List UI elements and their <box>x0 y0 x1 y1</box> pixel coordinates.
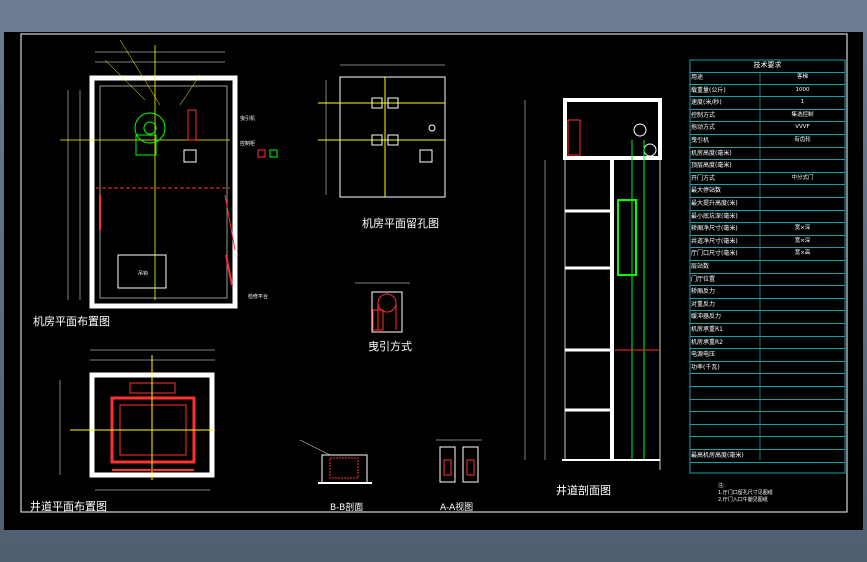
section-bb <box>299 439 372 484</box>
spec-key: 缓冲器反力 <box>691 313 722 321</box>
spec-key: 轿厢净尺寸(毫米) <box>691 225 738 233</box>
title-machine-room-holes: 机房平面留孔图 <box>362 217 439 230</box>
spec-row: 开门方式 中分式门 <box>690 173 845 186</box>
spec-value: VVVF <box>795 124 810 131</box>
spec-row: 缓冲器反力 <box>690 311 845 324</box>
spec-key: 轿厢反力 <box>691 288 716 296</box>
spec-row: 载重量(公斤) 1000 <box>690 85 845 98</box>
spec-row: 用途 客梯 <box>690 72 845 85</box>
spec-row: 速度(米/秒) 1 <box>690 97 845 110</box>
spec-value: 1000 <box>795 86 810 93</box>
spec-key: 最小底坑深(毫米) <box>691 212 738 220</box>
spec-row: 井道净尺寸(毫米) 宽×深 <box>690 236 845 249</box>
spec-value: 宽×高 <box>794 250 811 257</box>
spec-row: 机房承重R1 <box>690 324 845 337</box>
spec-row: 轿厢反力 <box>690 286 845 299</box>
spec-value: 客梯 <box>796 74 808 80</box>
spec-table-title: 技术要求 <box>753 61 782 69</box>
spec-row: 机房高度(毫米) <box>690 148 845 161</box>
spec-value: 中分式门 <box>791 174 814 181</box>
spec-value: 1 <box>800 99 805 106</box>
spec-row <box>690 374 845 387</box>
spec-key: 最高机房高度(毫米) <box>691 452 744 459</box>
machine-room-holes-plan <box>318 64 446 198</box>
spec-note-0: 注: <box>718 483 725 489</box>
spec-row: 最大提升高度(米) <box>690 198 845 211</box>
title-hoistway-section: 井道剖面图 <box>556 484 611 497</box>
spec-row: 功率(千瓦) <box>690 362 845 375</box>
spec-table-border <box>689 59 846 474</box>
sheet-border <box>20 33 848 513</box>
spec-row: 门厅位置 <box>690 274 845 287</box>
spec-note-1: 1.厅门口留孔尺寸见图纸 <box>718 490 773 496</box>
spec-row: 机房承重R2 <box>690 337 845 350</box>
spec-notes: 注: 1.厅门口留孔尺寸见图纸 2.厅门入口牛腿见图纸 <box>718 482 773 503</box>
spec-note-2: 2.厅门入口牛腿见图纸 <box>718 497 768 503</box>
spec-table: 技术要求 用途 客梯载重量(公斤) 1000 速度(米/秒) 1 控制方式 集选控制拖动方式… <box>690 60 845 503</box>
machine-room-plan <box>60 39 278 309</box>
spec-key: 用途 <box>691 74 704 81</box>
spec-key: 速度(米/秒) <box>691 99 722 107</box>
spec-row <box>690 425 845 438</box>
spec-row: 最小底坑深(毫米) <box>690 211 845 224</box>
spec-key: 层站数 <box>691 263 710 270</box>
annotation-hook: 吊钩 <box>138 271 149 277</box>
title-section-bb: B-B剖面 <box>330 503 364 513</box>
hoistway-section <box>524 98 662 470</box>
spec-row: 拖动方式 VVVF <box>690 122 845 135</box>
spec-key: 井道净尺寸(毫米) <box>691 237 738 245</box>
spec-row: 曳引机 有齿轮 <box>690 135 845 148</box>
annotation-platform: 检修平台 <box>248 294 269 300</box>
drawing-canvas <box>4 32 863 530</box>
spec-key: 机房承重R2 <box>691 338 723 346</box>
title-hoistway-plan: 井道平面布置图 <box>30 500 107 513</box>
spec-key: 拖动方式 <box>691 124 716 132</box>
spec-key: 电源电压 <box>691 351 716 359</box>
spec-row: 厅门口尺寸(毫米) 宽×高 <box>690 248 845 261</box>
spec-key: 控制方式 <box>691 111 716 119</box>
spec-value: 集选控制 <box>791 111 814 118</box>
spec-row: 最大停站数 <box>690 185 845 198</box>
spec-key: 厅门口尺寸(毫米) <box>691 250 738 258</box>
spec-value: 宽×深 <box>794 225 811 232</box>
spec-row: 轿厢净尺寸(毫米) 宽×深 <box>690 223 845 236</box>
title-traction-method: 曳引方式 <box>368 340 412 353</box>
spec-row: 电源电压 <box>690 349 845 362</box>
spec-row <box>690 400 845 413</box>
spec-key: 对重反力 <box>691 300 716 308</box>
annotation-machine: 曳引机 <box>240 116 256 122</box>
spec-row <box>690 412 845 425</box>
spec-key: 曳引机 <box>691 137 710 144</box>
spec-value: 有齿轮 <box>794 137 811 143</box>
spec-key: 功率(千瓦) <box>691 363 720 371</box>
spec-row: 控制方式 集选控制 <box>690 110 845 123</box>
spec-row <box>690 437 845 450</box>
view-aa <box>436 439 482 483</box>
spec-table-header: 技术要求 <box>690 60 845 73</box>
spec-row: 层站数 <box>690 261 845 274</box>
traction-diagram <box>355 282 410 333</box>
title-view-aa: A-A视图 <box>440 503 474 513</box>
spec-row: 顶层高度(毫米) <box>690 160 845 173</box>
spec-key: 机房高度(毫米) <box>691 149 732 157</box>
title-machine-room-plan: 机房平面布置图 <box>33 315 110 328</box>
spec-key: 最大停站数 <box>691 187 722 195</box>
spec-row: 对重反力 <box>690 299 845 312</box>
spec-row <box>690 387 845 400</box>
spec-row: 最高机房高度(毫米) <box>690 450 845 463</box>
hoistway-plan <box>59 349 215 491</box>
annotation-control: 控制柜 <box>240 141 256 147</box>
spec-key: 机房承重R1 <box>691 326 723 333</box>
spec-key: 载重量(公斤) <box>691 86 726 94</box>
spec-key: 最大提升高度(米) <box>691 200 738 207</box>
spec-key: 门厅位置 <box>691 275 716 283</box>
spec-key: 开门方式 <box>691 174 716 182</box>
spec-key: 顶层高度(毫米) <box>691 162 732 170</box>
spec-value: 宽×深 <box>794 237 811 244</box>
